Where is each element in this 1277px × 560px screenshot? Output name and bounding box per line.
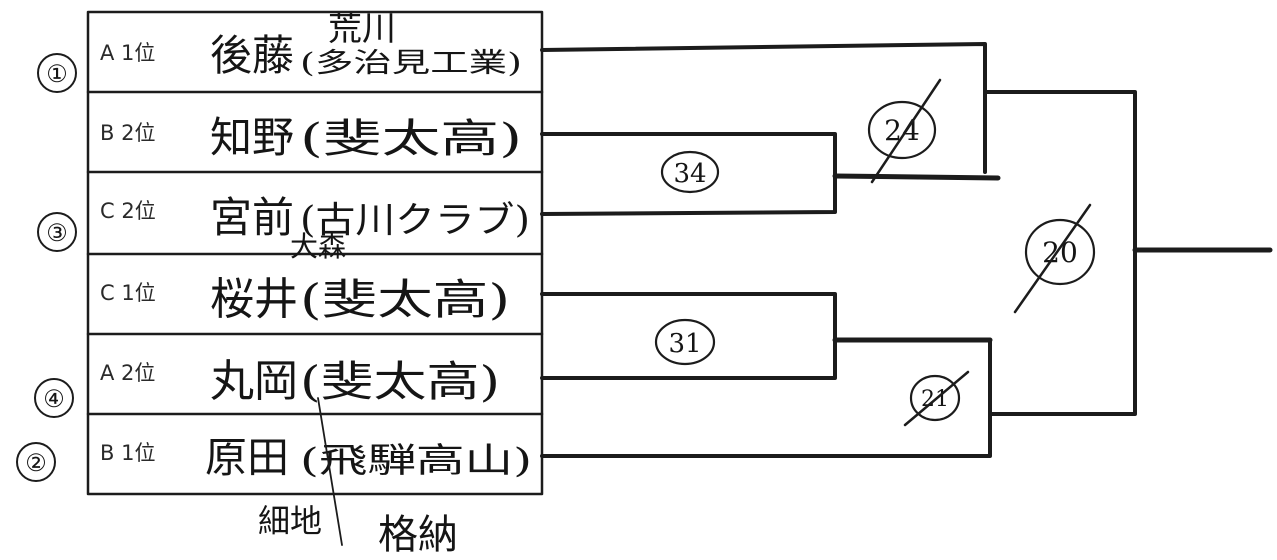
match-circle: [654, 318, 716, 366]
match-circle: [909, 374, 961, 422]
player-name: 宮前: [210, 193, 294, 242]
bottom-right-note: 格納: [378, 512, 458, 558]
seed-circle: [34, 378, 74, 418]
rank-label: A 1位: [100, 41, 155, 65]
player-name: 後藤: [210, 31, 294, 80]
seed-number: ①: [46, 60, 68, 88]
match-final: 20: [1013, 203, 1096, 314]
rank-label: C 1位: [100, 281, 156, 305]
match-number: 34: [673, 159, 706, 189]
bracket-lines: [540, 42, 1273, 458]
seed-circle: [16, 442, 56, 482]
player-club: (斐太高): [300, 275, 510, 324]
entry-row: ② B 1位 原田 (飛騨高山): [16, 433, 532, 482]
match-m4: 21: [903, 370, 970, 427]
seed-circle: [37, 53, 77, 93]
rank-label: B 1位: [100, 441, 155, 465]
match-m2: 31: [654, 318, 716, 366]
player-name: 桜井: [210, 274, 298, 325]
match-number: 31: [668, 329, 701, 359]
entry-row: C 1位 桜井 (斐太高): [100, 274, 510, 325]
top-note: 荒川: [328, 9, 396, 49]
middle-note: 大森: [290, 230, 346, 263]
entry-row: B 2位 知野 (斐太高): [100, 113, 522, 162]
entry-row: ④ A 2位 丸岡 (斐太高): [34, 356, 500, 418]
match-circle: [660, 150, 720, 194]
strike-mark: [1013, 203, 1092, 314]
match-m1: 34: [660, 150, 720, 194]
player-club: (多治見工業): [300, 48, 522, 79]
rank-label: A 2位: [100, 361, 155, 385]
match-circle: [867, 100, 937, 160]
seed-number: ②: [25, 449, 47, 477]
rank-label: C 2位: [100, 199, 156, 223]
annotation-line: [317, 397, 343, 546]
rank-label: B 2位: [100, 121, 155, 145]
bottom-left-note: 細地: [258, 502, 322, 540]
entry-table: ① A 1位 後藤 (多治見工業) B 2位 知野 (斐太高) ③ C 2位 宮…: [16, 10, 544, 496]
player-club: (斐太高): [300, 357, 500, 406]
player-club: (古川クラブ): [300, 200, 530, 241]
entry-row: ① A 1位 後藤 (多治見工業): [37, 31, 522, 93]
seed-number: ③: [46, 219, 68, 247]
strike-mark: [870, 78, 942, 184]
match-circle: [1024, 218, 1096, 286]
entry-row: ③ C 2位 宮前 (古川クラブ) 大森: [37, 193, 530, 263]
player-name: 知野: [210, 113, 294, 162]
player-name: 原田: [205, 433, 289, 482]
player-club: (飛騨高山): [300, 441, 532, 481]
seed-circle: [37, 212, 77, 252]
strike-mark: [903, 370, 970, 427]
player-name: 丸岡: [210, 356, 298, 407]
match-m3: 24: [867, 78, 942, 184]
player-club: (斐太高): [300, 116, 522, 162]
seed-number: ④: [43, 385, 65, 413]
